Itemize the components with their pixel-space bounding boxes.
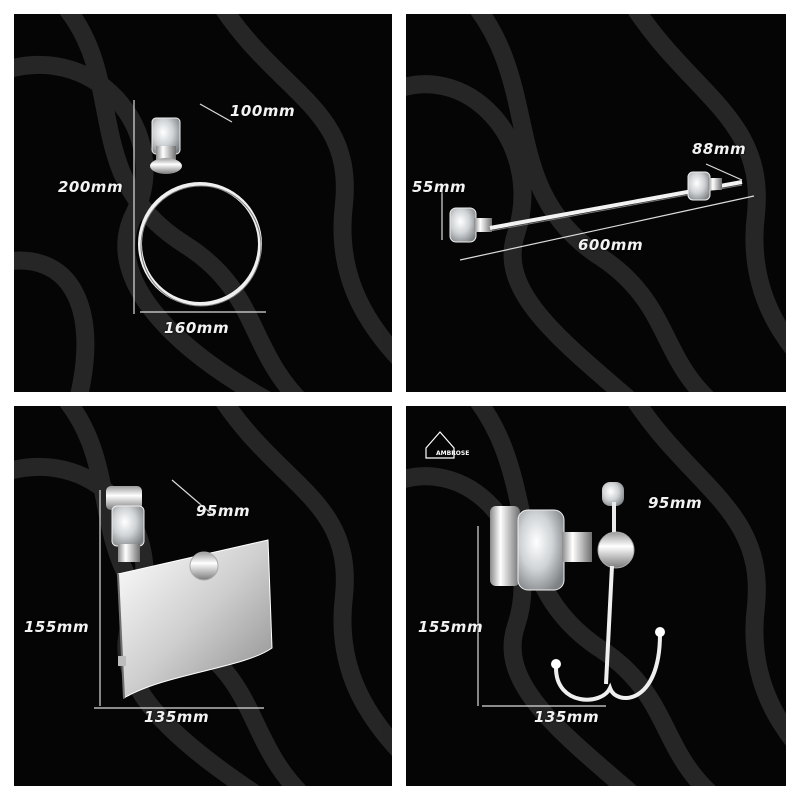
towel-bar-image: [406, 14, 786, 392]
brand-logo-text: AMBROSE: [436, 450, 470, 457]
width-label: 160mm: [164, 319, 230, 337]
width-label: 135mm: [144, 708, 210, 726]
height-label: 200mm: [58, 178, 124, 196]
robe-hook-image: [406, 406, 786, 786]
towel-bar-panel: 88mm 55mm 600mm: [406, 14, 786, 392]
depth-label: 95mm: [648, 494, 703, 512]
depth-label: 95mm: [196, 502, 251, 520]
paper-holder-image: [14, 406, 392, 786]
height-label: 155mm: [24, 618, 90, 636]
height-label: 155mm: [418, 618, 484, 636]
towel-ring-panel: 100mm 200mm 160mm: [14, 14, 392, 392]
towel-ring-image: [14, 14, 392, 392]
robe-hook-panel: AMBROSE 95mm 155mm 135mm: [406, 406, 786, 786]
width-label: 135mm: [534, 708, 600, 726]
depth-label: 88mm: [692, 140, 747, 158]
paper-holder-panel: 95mm 155mm 135mm: [14, 406, 392, 786]
depth-label: 100mm: [230, 102, 296, 120]
height-label: 55mm: [412, 178, 467, 196]
logo-house-icon: [425, 431, 455, 459]
length-label: 600mm: [578, 236, 644, 254]
